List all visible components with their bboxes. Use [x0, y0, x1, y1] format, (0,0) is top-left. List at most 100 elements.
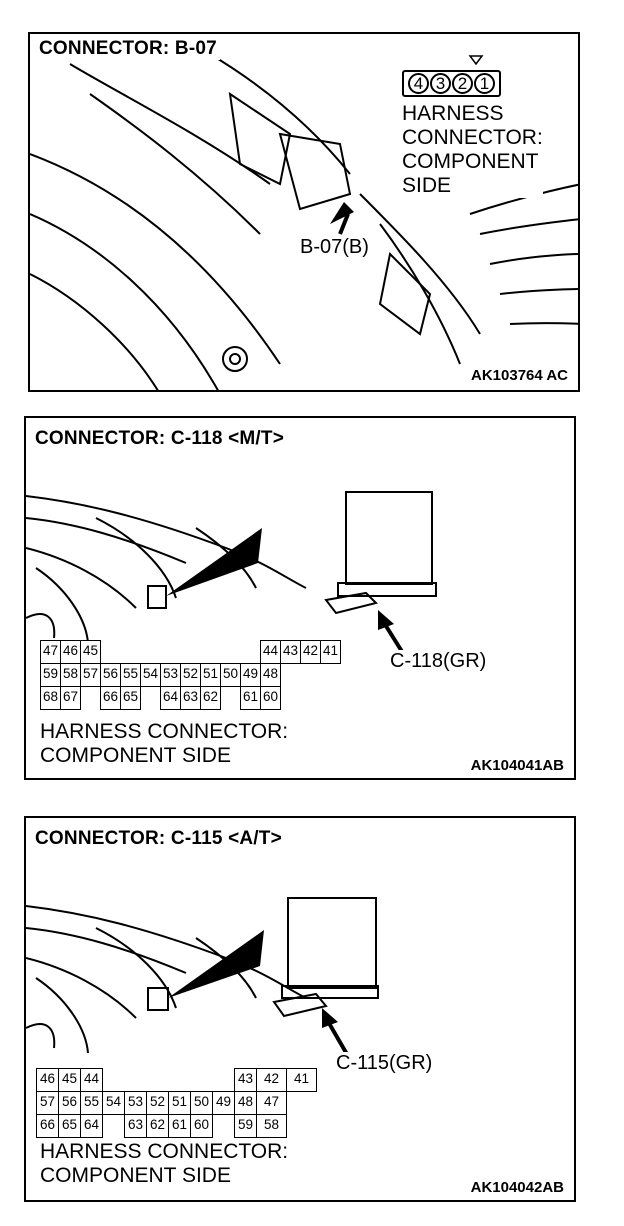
pin-cell: 64 [160, 686, 181, 710]
pin-cell: 49 [212, 1091, 235, 1115]
pin-cell: 48 [260, 663, 281, 687]
pin-cell: 58 [256, 1114, 287, 1138]
pin-cell: 68 [40, 686, 61, 710]
pin-cell [80, 686, 100, 709]
pin-cell [124, 1068, 146, 1091]
pin-cell: 58 [60, 663, 81, 687]
pointer-arrow [378, 610, 394, 630]
pin-cell: 66 [36, 1114, 59, 1138]
pin-cell: 41 [320, 640, 341, 664]
pin-cell: 60 [190, 1114, 213, 1138]
pin-cell: 57 [80, 663, 101, 687]
panel-title: CONNECTOR: C-115 <A/T> [32, 828, 285, 850]
pin-cell: 50 [220, 663, 241, 687]
pin-cell: 51 [168, 1091, 191, 1115]
pin-cell: 41 [286, 1068, 317, 1092]
pin-cell: 44 [80, 1068, 103, 1092]
pin-cell: 60 [260, 686, 281, 710]
pin-cell [340, 663, 360, 686]
pin-cell [300, 663, 320, 686]
figure-code: AK104042AB [470, 1179, 564, 1196]
pin-cell: 59 [234, 1114, 257, 1138]
pin-cell: 53 [124, 1091, 147, 1115]
panel-title: CONNECTOR: C-118 <M/T> [32, 428, 287, 450]
pin-cell [320, 686, 340, 709]
pin-cell: 45 [80, 640, 101, 664]
pin-cell: 53 [160, 663, 181, 687]
pin-cell: 47 [40, 640, 61, 664]
label-line: COMPONENT SIDE [40, 744, 231, 767]
dashboard-illustration [26, 897, 379, 1058]
pin-cell [190, 1068, 212, 1091]
label-line: COMPONENT [402, 150, 539, 173]
connector-callout: B-07(B) [298, 236, 371, 259]
panel-title: CONNECTOR: B-07 [36, 38, 220, 60]
pin-cell: 62 [146, 1114, 169, 1138]
pin-cell: 57 [36, 1091, 59, 1115]
pin-cell [160, 640, 180, 663]
pin-cell [212, 1114, 234, 1137]
pin-cell [140, 640, 160, 663]
pin-cell: 51 [200, 663, 221, 687]
pin-cell: 43 [234, 1068, 257, 1092]
pin-cell [212, 1068, 234, 1091]
connector-callout: C-115(GR) [334, 1052, 435, 1075]
pin-cell [200, 640, 220, 663]
pin-cell [220, 640, 240, 663]
pin-cell [168, 1068, 190, 1091]
pointer-arrow [330, 202, 354, 224]
pin-cell: 63 [124, 1114, 147, 1138]
dashboard-illustration [26, 491, 437, 660]
pin-cell: 43 [280, 640, 301, 664]
figure-code: AK103764 AC [471, 367, 568, 384]
pin-cell: 55 [120, 663, 141, 687]
pin-cell: 54 [140, 663, 161, 687]
connector-b07-panel: CONNECTOR: B-07 4 3 2 1 HARNESS CONNECTO… [28, 32, 580, 392]
pin-cell: 54 [102, 1091, 125, 1115]
pin-cell [286, 1091, 316, 1114]
pin-cell: 42 [256, 1068, 287, 1092]
pin-cell: 55 [80, 1091, 103, 1115]
location-pointer-icon [168, 930, 264, 998]
pin-cell [320, 663, 340, 686]
pin-cell: 44 [260, 640, 281, 664]
figure-code: AK104041AB [470, 757, 564, 774]
pin-cell: 63 [180, 686, 201, 710]
connector-pin-diagram: 4 3 2 1 [402, 70, 501, 97]
pin-cell [280, 686, 300, 709]
pin-cell [140, 686, 160, 709]
harness-side-label: HARNESS CONNECTOR: COMPONENT SIDE [402, 102, 543, 198]
pin: 2 [452, 73, 473, 94]
pin-cell: 45 [58, 1068, 81, 1092]
label-line: COMPONENT SIDE [40, 1164, 231, 1187]
pin-cell: 52 [180, 663, 201, 687]
pin-cell: 65 [58, 1114, 81, 1138]
pin-cell: 47 [256, 1091, 287, 1115]
pin-cell [102, 1114, 124, 1137]
label-line: HARNESS CONNECTOR: [40, 720, 289, 743]
pin-cell [240, 640, 260, 663]
pin1-marker-icon [468, 55, 484, 66]
pointer-arrow [322, 1008, 338, 1028]
pin: 4 [408, 73, 429, 94]
pin-cell: 42 [300, 640, 321, 664]
pin-cell: 61 [168, 1114, 191, 1138]
pin-cell: 52 [146, 1091, 169, 1115]
pin-cell [280, 663, 300, 686]
pin-cell: 50 [190, 1091, 213, 1115]
pin-cell: 46 [36, 1068, 59, 1092]
pin-cell [286, 1114, 316, 1137]
label-line: SIDE [402, 174, 452, 197]
pin-cell: 46 [60, 640, 81, 664]
pin-cell: 67 [60, 686, 81, 710]
pin-cell: 65 [120, 686, 141, 710]
pin-cell [300, 686, 320, 709]
pin-cell: 56 [100, 663, 121, 687]
pin-cell [102, 1068, 124, 1091]
pin-cell: 64 [80, 1114, 103, 1138]
pin-cell: 61 [240, 686, 261, 710]
pin-cell [120, 640, 140, 663]
